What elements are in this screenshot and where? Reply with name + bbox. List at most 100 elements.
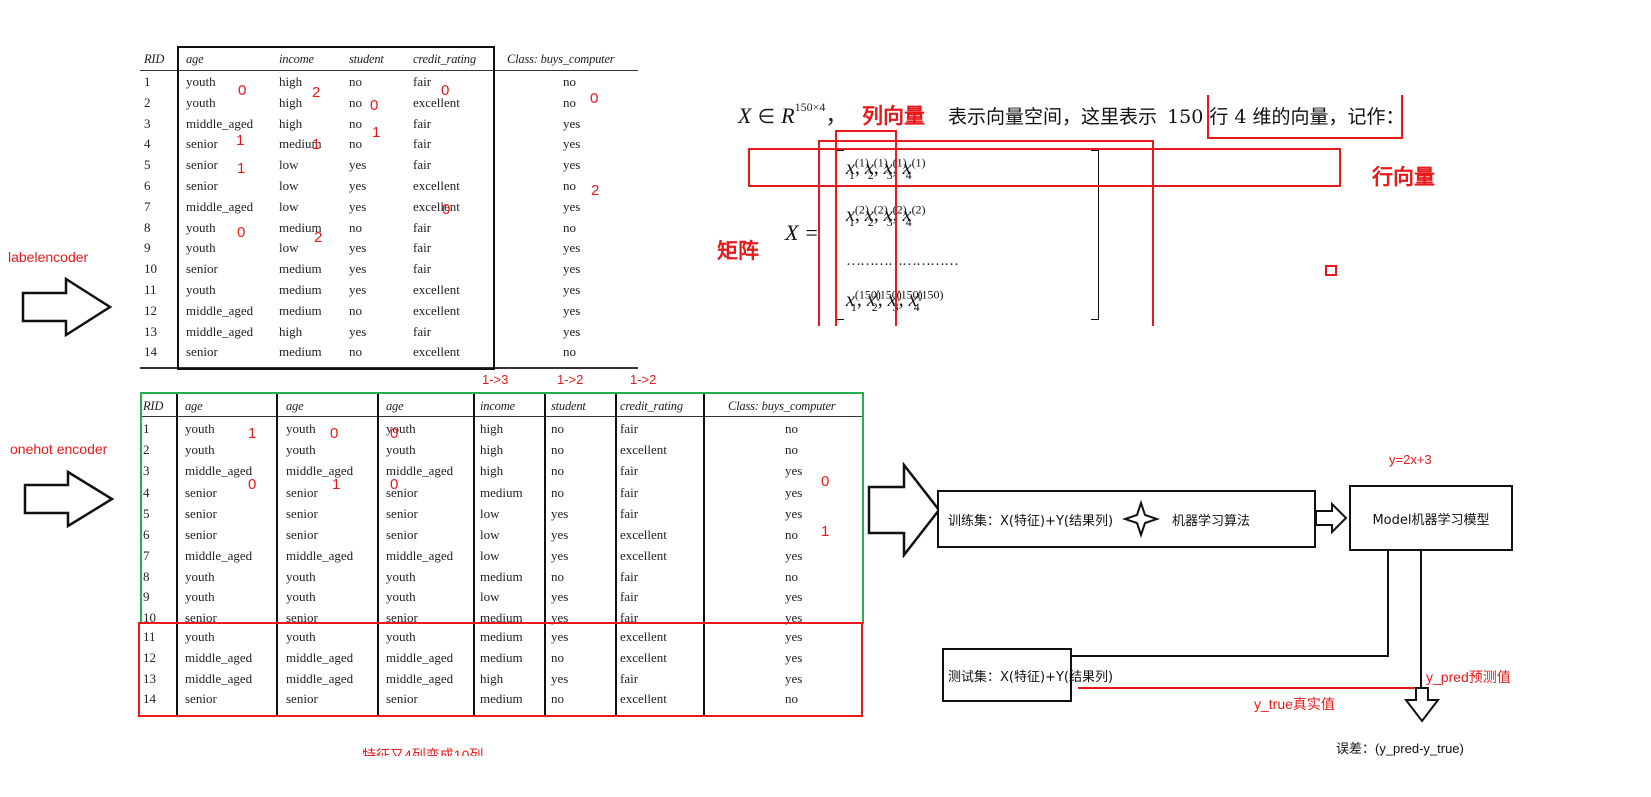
train-rows-box	[140, 392, 864, 624]
table-cell: youth	[185, 568, 215, 584]
table-cell: 5	[143, 506, 150, 522]
table-cell: high	[480, 441, 504, 457]
encoding-annotation: 1	[237, 160, 246, 177]
table-cell: youth	[386, 441, 416, 457]
table-cell: 5	[144, 157, 151, 173]
table-cell: high	[480, 421, 504, 436]
table-cell: fair	[413, 219, 432, 235]
table-cell: senior	[186, 157, 218, 173]
table-cell: senior	[286, 527, 318, 542]
table-cell: youth	[186, 94, 216, 110]
table-header: student	[551, 399, 586, 413]
comma: ,	[873, 203, 884, 226]
table-header: age	[185, 399, 203, 413]
header-rule	[140, 416, 862, 417]
table-cell: youth	[185, 441, 215, 457]
table-cell: 9	[144, 240, 151, 256]
table-cell: excellent	[620, 547, 667, 563]
in-symbol: ∈	[757, 106, 775, 128]
table-cell: fair	[413, 323, 432, 339]
table-cell: excellent	[413, 198, 460, 214]
encoding-annotation: 0	[821, 473, 830, 490]
table-cell: yes	[551, 610, 569, 626]
col-vector-label: 列向量	[862, 104, 925, 128]
table-cell: middle_aged	[386, 649, 454, 665]
matrix-element: x(2)1	[846, 202, 869, 229]
column-separator	[377, 393, 379, 715]
table-cell: 4	[143, 485, 150, 501]
encoding-annotation: 0	[390, 476, 399, 493]
table-cell: yes	[563, 323, 581, 339]
table-cell: no	[349, 302, 362, 318]
table-header: RID	[143, 399, 164, 413]
table-cell: fair	[620, 568, 639, 584]
table-cell: youth	[186, 282, 216, 297]
encoding-annotation: 0	[330, 425, 339, 442]
table-cell: middle_aged	[186, 115, 254, 131]
table-header: student	[349, 52, 384, 66]
table-cell: middle_aged	[185, 649, 253, 665]
matrix-element: x(1)1	[846, 155, 869, 182]
table-cell: 1	[143, 421, 150, 436]
small-right-arrow-icon	[1315, 502, 1348, 534]
vector-space-desc: 表示向量空间，这里表示 150 行 4 维的向量，记作：	[948, 102, 1405, 129]
table-cell: middle_aged	[386, 670, 454, 686]
table-cell: yes	[785, 462, 803, 478]
training-set-box: 训练集：X(特征)+Y(结果列) 机器学习算法	[937, 490, 1316, 548]
table-cell: no	[563, 178, 576, 193]
ml-algorithm-label: 机器学习算法	[1172, 513, 1251, 529]
encoding-annotation: 1	[372, 124, 381, 141]
column-separator	[544, 393, 546, 715]
table-cell: high	[279, 115, 303, 131]
table-cell: yes	[349, 198, 367, 214]
table-cell: yes	[785, 649, 803, 665]
row-vector-box	[748, 148, 1341, 187]
matrix-element: x(150)4	[908, 287, 944, 314]
y-pred-label: y_pred预测值	[1426, 669, 1511, 685]
table-cell: youth	[185, 589, 215, 605]
table-cell: senior	[386, 527, 418, 542]
table-cell: excellent	[413, 94, 460, 110]
table-cell: yes	[785, 670, 803, 686]
table-cell: no	[785, 691, 798, 707]
encoding-annotation: 1	[312, 136, 321, 153]
bottom-note: 特征又4列变成10列	[362, 747, 484, 756]
table-cell: middle_aged	[186, 323, 254, 339]
table-cell: fair	[620, 670, 639, 686]
table-cell: yes	[551, 527, 569, 542]
table-cell: no	[563, 94, 576, 110]
y-true-label: y_true真实值	[1254, 696, 1335, 712]
table-cell: medium	[480, 629, 523, 644]
comma: ,	[854, 203, 865, 226]
table-cell: youth	[286, 589, 316, 605]
matrix-row-2: x(2)1, x(2)2, x(2)3, x(2)4	[846, 202, 926, 230]
table-cell: no	[349, 344, 362, 360]
table-cell: excellent	[620, 649, 667, 665]
right-arrow-icon	[23, 469, 115, 529]
table-cell: senior	[286, 485, 318, 501]
column-separator	[176, 393, 178, 715]
table-cell: fair	[620, 421, 639, 436]
table-cell: no	[785, 527, 798, 542]
table-cell: yes	[551, 629, 569, 644]
table-cell: fair	[620, 506, 639, 522]
table-cell: youth	[185, 421, 215, 436]
column-separator	[703, 393, 705, 715]
table-cell: medium	[480, 568, 523, 584]
column-vector-box	[835, 130, 897, 326]
table-cell: excellent	[413, 282, 460, 297]
table-cell: medium	[480, 485, 523, 501]
table-cell: 13	[143, 670, 156, 686]
table-cell: low	[279, 198, 299, 214]
table-cell: no	[551, 421, 564, 436]
matrix-element: x(1)2	[864, 155, 888, 182]
comma: ,	[898, 288, 909, 311]
comma: ，	[825, 103, 848, 128]
table-cell: yes	[785, 485, 803, 501]
matrix-label: 矩阵	[717, 239, 759, 263]
header-rule	[140, 70, 638, 71]
dimension-highlight-right	[1401, 95, 1403, 105]
table-cell: no	[785, 568, 798, 584]
